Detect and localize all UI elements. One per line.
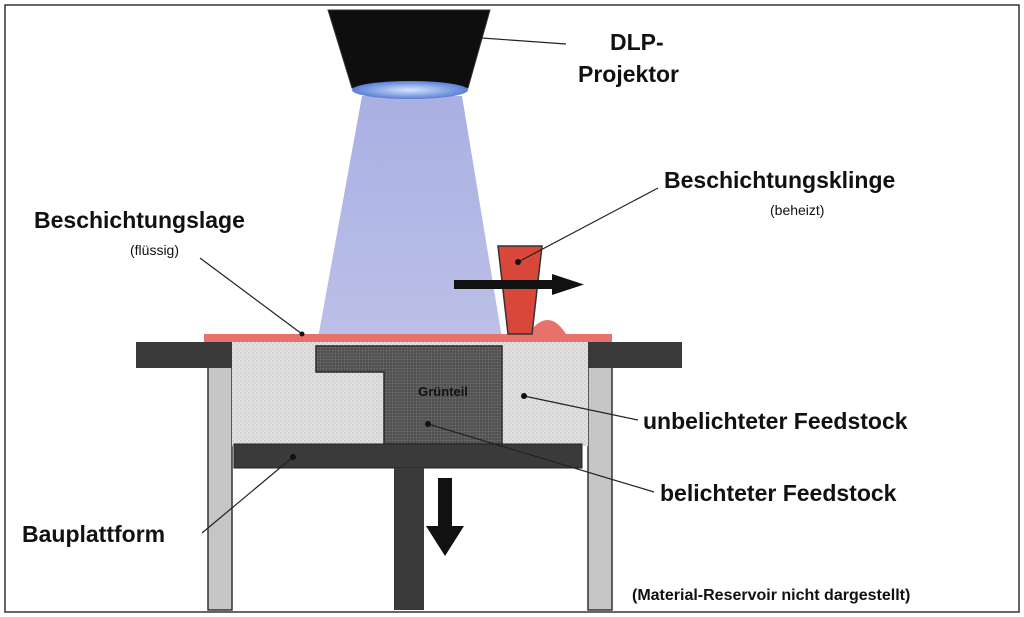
build-platform <box>233 443 583 469</box>
leader-lines <box>199 37 659 534</box>
leader-dots <box>290 259 527 460</box>
right-post <box>587 359 613 611</box>
arrow-down-icon <box>426 478 464 556</box>
green-part-label: Grünteil <box>418 384 468 399</box>
light-beam <box>318 96 502 338</box>
platform-piston <box>394 468 424 610</box>
coating-layer <box>204 334 612 342</box>
right-rail <box>588 342 682 368</box>
footnote: (Material-Reservoir nicht dargestellt) <box>632 587 910 604</box>
left-post <box>207 359 233 611</box>
left-rail <box>136 342 232 368</box>
projector-label-line2: Projektor <box>578 61 679 87</box>
layer-note: (flüssig) <box>130 242 179 258</box>
dlp-projector-icon <box>327 9 491 99</box>
projector-label-line1: DLP- <box>610 29 664 55</box>
platform-label: Bauplattform <box>22 521 165 547</box>
unexposed-label: unbelichteter Feedstock <box>643 408 908 434</box>
exposed-label: belichteter Feedstock <box>660 480 897 506</box>
blade-note: (beheizt) <box>770 202 824 218</box>
arrow-right-icon <box>454 274 584 295</box>
coating-bulge <box>528 320 566 334</box>
layer-label: Beschichtungslage <box>34 207 245 233</box>
blade-label: Beschichtungsklinge <box>664 167 895 193</box>
coating-blade <box>497 245 543 335</box>
